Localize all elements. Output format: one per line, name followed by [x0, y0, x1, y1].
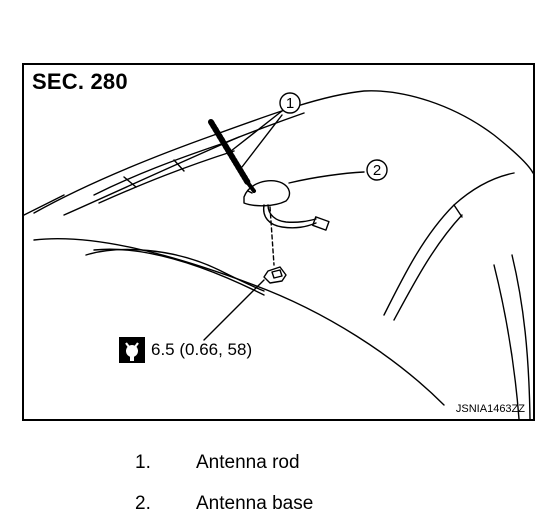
callout-1-label: 1: [286, 95, 294, 112]
torque-spec: 6.5 (0.66, 58): [119, 337, 252, 363]
legend-number: 2.: [135, 493, 151, 514]
callout-2: 2: [373, 162, 381, 179]
legend-item: 1. Antenna rod: [0, 452, 560, 478]
legend-item: 2. Antenna base: [0, 493, 560, 519]
legend-text: Antenna rod: [196, 452, 300, 473]
legend-number: 1.: [135, 452, 151, 473]
callout-2-label: 2: [373, 162, 381, 179]
torque-wrench-icon: [119, 337, 145, 363]
section-label: SEC. 280: [32, 69, 128, 94]
torque-value: 6.5 (0.66, 58): [151, 340, 253, 359]
roof-antenna-illustration: [24, 90, 533, 419]
figure-frame: SEC. 280: [22, 63, 535, 421]
figure-code: JSNIA1463ZZ: [455, 403, 525, 415]
callout-1: 1: [286, 95, 294, 112]
legend-text: Antenna base: [196, 493, 314, 514]
